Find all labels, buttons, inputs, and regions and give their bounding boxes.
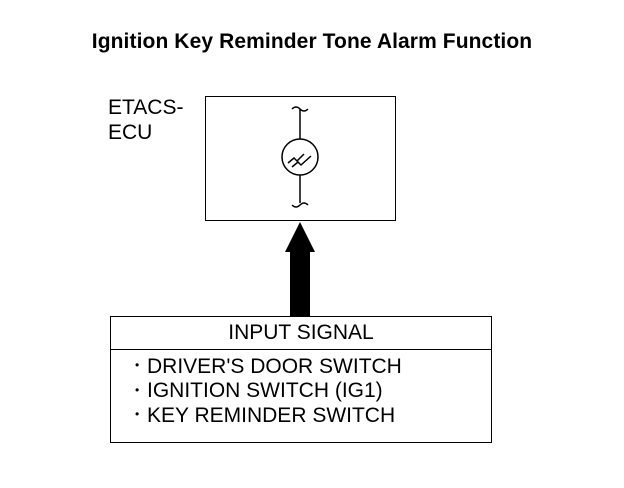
bullet-icon: • <box>135 382 140 397</box>
bullet-icon: • <box>135 407 140 422</box>
ecu-label-line2: ECU <box>108 121 153 144</box>
arrow-up-icon <box>285 222 315 316</box>
ecu-label-line1: ETACS- <box>108 96 184 119</box>
diagram-title: Ignition Key Reminder Tone Alarm Functio… <box>91 30 533 53</box>
list-item: • DRIVER'S DOOR SWITCH <box>135 355 491 379</box>
ecu-label: ETACS- ECU <box>108 95 183 145</box>
input-item-label: KEY REMINDER SWITCH <box>147 403 396 427</box>
list-item: • IGNITION SWITCH (IG1) <box>135 379 491 403</box>
bullet-icon: • <box>135 358 140 373</box>
input-item-label: IGNITION SWITCH (IG1) <box>147 379 383 403</box>
input-signal-header: INPUT SIGNAL <box>111 317 491 350</box>
input-signal-list: • DRIVER'S DOOR SWITCH • IGNITION SWITCH (… <box>111 350 491 428</box>
list-item: • KEY REMINDER SWITCH <box>135 404 491 428</box>
input-signal-box: INPUT SIGNAL • DRIVER'S DOOR SWITCH • IGNI… <box>110 316 492 443</box>
ecu-box <box>205 96 396 221</box>
input-item-label: DRIVER'S DOOR SWITCH <box>147 355 402 378</box>
